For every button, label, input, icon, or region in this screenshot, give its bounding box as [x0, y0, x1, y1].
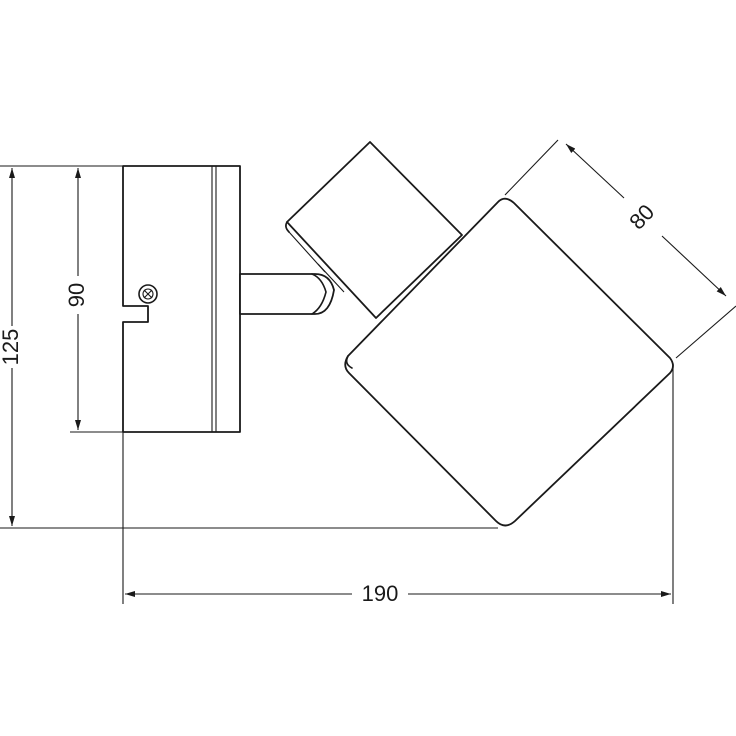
dimension-total-height: 125	[0, 168, 23, 526]
dimension-label-head-diameter: 80	[624, 199, 659, 234]
dimension-label-base-height: 90	[64, 283, 89, 307]
lamp-rear-cylinder	[285, 141, 463, 319]
extension-lines	[0, 139, 736, 604]
dimension-label-total-width: 190	[362, 581, 399, 606]
dimension-total-width: 190	[125, 581, 671, 606]
lamp-head	[344, 197, 674, 527]
wall-plate	[122, 165, 241, 433]
dimension-label-total-height: 125	[0, 329, 23, 366]
swivel-arm	[239, 259, 349, 315]
dimension-head-diameter: 80	[565, 143, 727, 297]
screw-icon	[138, 284, 158, 304]
dimension-base-height: 90	[64, 168, 89, 430]
